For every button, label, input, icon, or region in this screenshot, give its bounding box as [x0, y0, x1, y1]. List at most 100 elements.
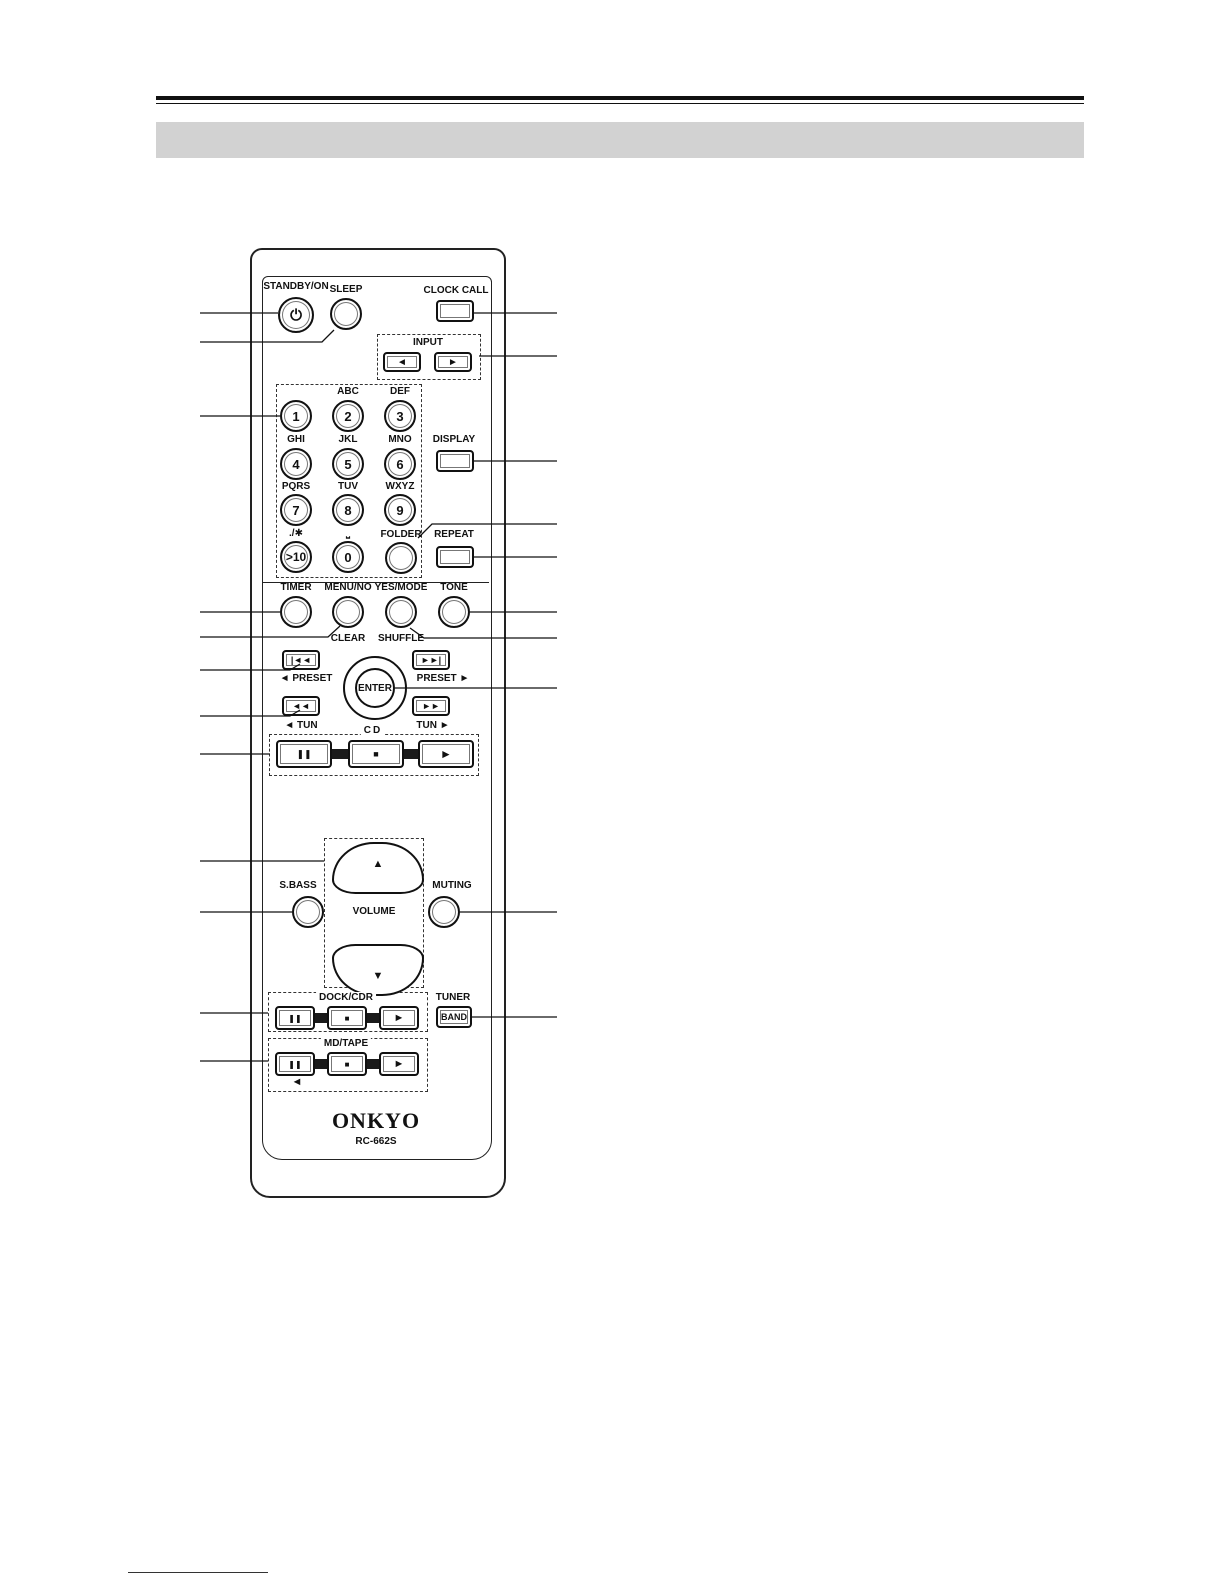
- fast-forward-button[interactable]: ►►: [412, 696, 450, 716]
- rewind-button[interactable]: ◄◄: [282, 696, 320, 716]
- arrow-left-icon: ◄: [397, 356, 407, 368]
- triangle-down-icon: ▼: [372, 970, 384, 982]
- menu-no-label: MENU/NO: [324, 582, 372, 593]
- md-link-bar-2: [364, 1059, 382, 1069]
- header-rule-thin: [156, 103, 1084, 104]
- dock-pause-button[interactable]: ❚❚: [275, 1006, 315, 1030]
- muting-button[interactable]: [428, 896, 460, 928]
- key-7-button[interactable]: 7: [280, 494, 312, 526]
- cd-label: CD: [360, 725, 386, 737]
- key-6-digit: 6: [396, 456, 404, 472]
- key-5-letters: JKL: [338, 434, 358, 445]
- dock-link-bar-1: [312, 1013, 330, 1023]
- play-icon: ►: [393, 1058, 405, 1070]
- sleep-button[interactable]: [330, 298, 362, 330]
- cd-pause-button[interactable]: ❚❚: [276, 740, 332, 768]
- yes-mode-label: YES/MODE: [374, 582, 428, 593]
- cd-link-bar-2: [402, 749, 420, 759]
- sbass-button[interactable]: [292, 896, 324, 928]
- tone-label: TONE: [440, 582, 468, 593]
- key-5-button[interactable]: 5: [332, 448, 364, 480]
- enter-label: ENTER: [358, 682, 392, 694]
- key-gt10-digit: >10: [285, 550, 307, 564]
- fast-forward-icon: ►►: [422, 701, 440, 711]
- dock-play-button[interactable]: ►: [379, 1006, 419, 1030]
- onkyo-logo: ONKYO: [331, 1108, 421, 1133]
- key-4-button[interactable]: 4: [280, 448, 312, 480]
- key-4-letters: GHI: [287, 434, 305, 445]
- yes-mode-button[interactable]: [385, 596, 417, 628]
- key-6-letters: MNO: [388, 434, 412, 445]
- band-label: BAND: [441, 1012, 467, 1022]
- cd-play-button[interactable]: ►: [418, 740, 474, 768]
- reverse-arrow-icon: ◄: [291, 1076, 303, 1088]
- key-3-button[interactable]: 3: [384, 400, 416, 432]
- footer-rule: [128, 1572, 268, 1573]
- repeat-button[interactable]: [436, 546, 474, 568]
- timer-button[interactable]: [280, 596, 312, 628]
- rewind-icon: ◄◄: [292, 701, 310, 711]
- input-label: INPUT: [410, 337, 446, 349]
- key-8-digit: 8: [344, 502, 352, 518]
- key-0-space-symbol: ⎵: [346, 528, 350, 539]
- volume-up-button[interactable]: ▲: [332, 842, 424, 894]
- md-stop-button[interactable]: ■: [327, 1052, 367, 1076]
- repeat-label: REPEAT: [434, 529, 474, 540]
- tun-right-label: TUN ►: [416, 720, 450, 731]
- key-7-digit: 7: [292, 502, 300, 518]
- play-icon: ►: [440, 747, 452, 761]
- faceplate-divider: [263, 582, 489, 583]
- muting-label: MUTING: [432, 880, 472, 891]
- display-label: DISPLAY: [432, 434, 476, 445]
- dock-cdr-label: DOCK/CDR: [316, 992, 376, 1004]
- stop-icon: ■: [344, 1013, 350, 1023]
- stop-icon: ■: [373, 749, 379, 759]
- enter-button[interactable]: ENTER: [355, 668, 395, 708]
- arrow-right-icon: ►: [448, 356, 458, 368]
- key-9-button[interactable]: 9: [384, 494, 416, 526]
- next-button[interactable]: ►►|: [412, 650, 450, 670]
- key-1-button[interactable]: 1: [280, 400, 312, 432]
- model-number: RC-662S: [355, 1136, 397, 1147]
- key-4-digit: 4: [292, 456, 300, 472]
- play-icon: ►: [393, 1012, 405, 1024]
- cd-stop-button[interactable]: ■: [348, 740, 404, 768]
- pause-icon: ❚❚: [288, 1013, 302, 1023]
- standby-on-button[interactable]: ⏻: [278, 297, 314, 333]
- md-pause-button[interactable]: ❚❚: [275, 1052, 315, 1076]
- display-button[interactable]: [436, 450, 474, 472]
- clear-label: CLEAR: [330, 633, 366, 644]
- input-left-button[interactable]: ◄: [383, 352, 421, 372]
- pause-icon: ❚❚: [296, 748, 312, 759]
- tuner-label: TUNER: [435, 992, 471, 1003]
- md-play-button[interactable]: ►: [379, 1052, 419, 1076]
- key-3-digit: 3: [396, 408, 404, 424]
- key-2-button[interactable]: 2: [332, 400, 364, 432]
- band-button[interactable]: BAND: [436, 1006, 472, 1028]
- clock-call-button[interactable]: [436, 300, 474, 322]
- sbass-label: S.BASS: [279, 880, 317, 891]
- key-5-digit: 5: [344, 456, 352, 472]
- shuffle-label: SHUFFLE: [377, 633, 425, 644]
- previous-button[interactable]: |◄◄: [282, 650, 320, 670]
- md-tape-label: MD/TAPE: [320, 1038, 372, 1050]
- sleep-label: SLEEP: [329, 284, 363, 295]
- key-6-button[interactable]: 6: [384, 448, 416, 480]
- section-heading-band: [156, 122, 1084, 158]
- dock-stop-button[interactable]: ■: [327, 1006, 367, 1030]
- skip-forward-icon: ►►|: [420, 655, 442, 665]
- input-right-button[interactable]: ►: [434, 352, 472, 372]
- key-8-button[interactable]: 8: [332, 494, 364, 526]
- tone-button[interactable]: [438, 596, 470, 628]
- stop-icon: ■: [344, 1059, 350, 1069]
- key-0-button[interactable]: 0: [332, 541, 364, 573]
- cd-link-bar-1: [330, 749, 350, 759]
- tun-left-label: ◄ TUN: [284, 720, 318, 731]
- key-8-letters: TUV: [338, 481, 358, 492]
- key-2-letters: ABC: [337, 386, 359, 397]
- preset-left-label: ◄ PRESET: [279, 673, 333, 684]
- key-gt10-button[interactable]: >10: [280, 541, 312, 573]
- folder-button[interactable]: [385, 542, 417, 574]
- menu-no-button[interactable]: [332, 596, 364, 628]
